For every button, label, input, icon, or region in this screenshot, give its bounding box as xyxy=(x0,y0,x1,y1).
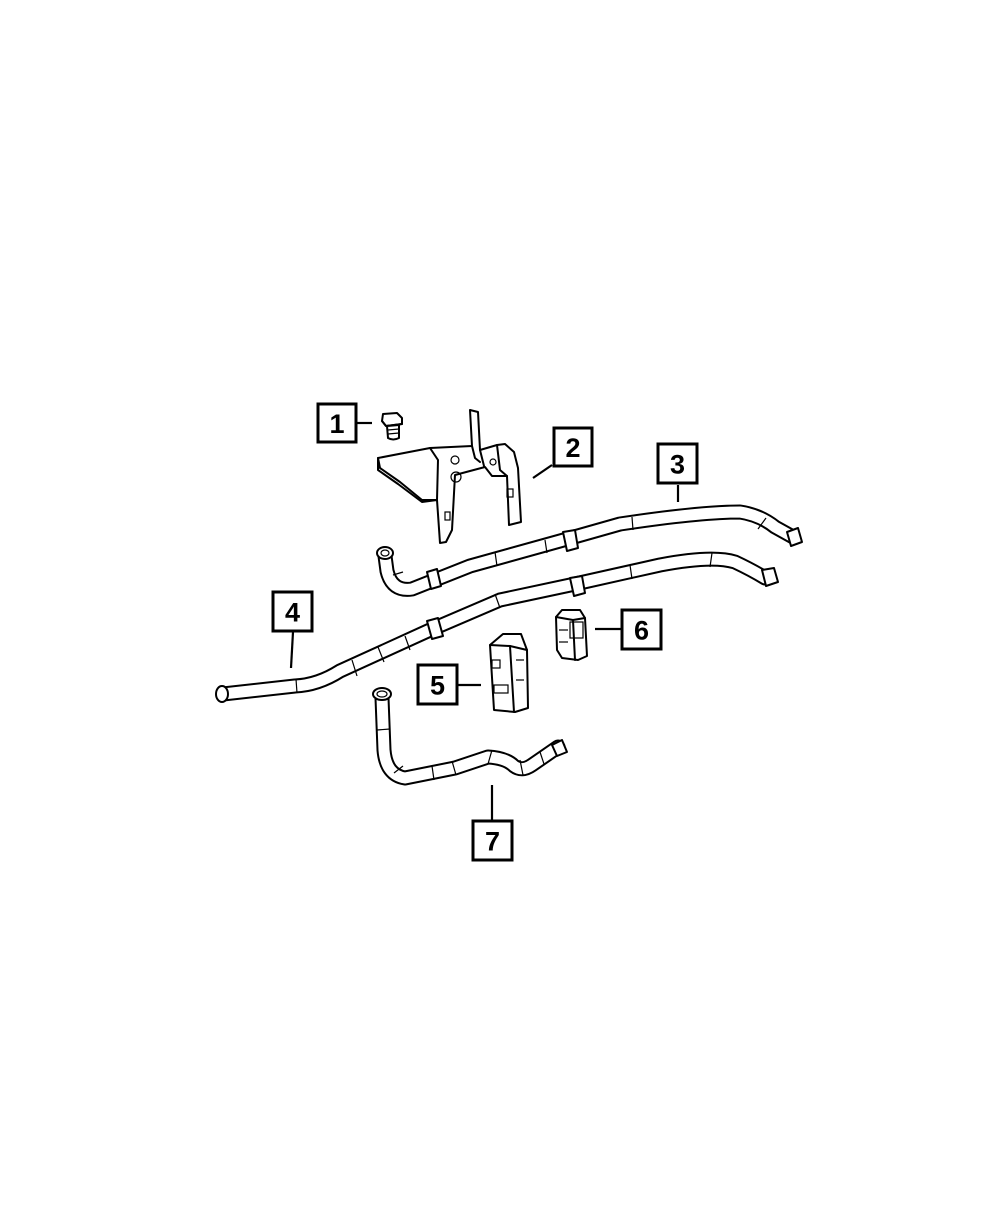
lower-hose-part xyxy=(215,551,779,703)
callout-5: 5 xyxy=(416,663,459,706)
callout-2-label: 2 xyxy=(565,433,580,463)
callout-7-label: 7 xyxy=(485,827,500,857)
callout-7: 7 xyxy=(471,819,514,862)
callout-6: 6 xyxy=(620,608,663,651)
callout-3-label: 3 xyxy=(670,450,685,480)
leader-4 xyxy=(289,631,295,669)
bent-hose-part xyxy=(372,687,568,786)
callout-4: 4 xyxy=(271,590,314,633)
callout-3: 3 xyxy=(656,442,699,485)
leader-2 xyxy=(532,464,553,479)
upper-hose-part xyxy=(376,504,803,597)
callout-5-label: 5 xyxy=(430,671,445,701)
callout-1: 1 xyxy=(316,402,358,444)
callout-6-label: 6 xyxy=(634,616,649,646)
hose-clip-part xyxy=(489,633,529,713)
small-clip-part xyxy=(555,609,588,661)
bolt-part xyxy=(381,412,403,441)
callout-2: 2 xyxy=(552,426,594,468)
callout-1-label: 1 xyxy=(329,409,344,439)
callout-4-label: 4 xyxy=(285,598,300,628)
bracket-part xyxy=(377,409,522,544)
